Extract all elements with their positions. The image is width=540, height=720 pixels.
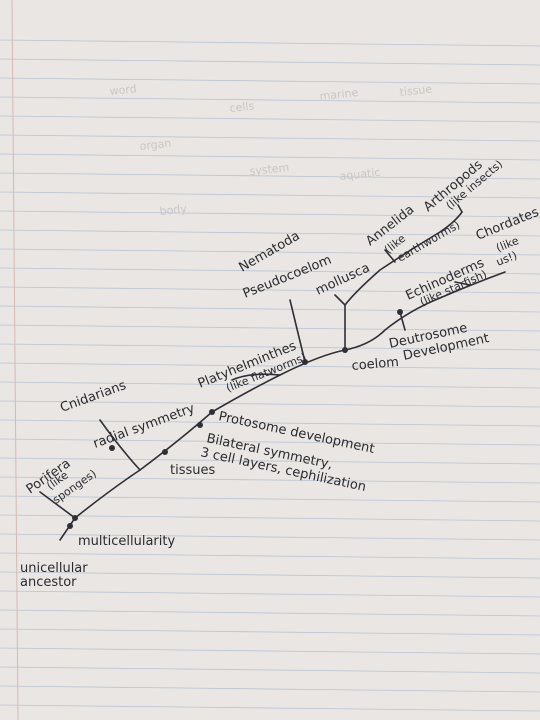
rule-line xyxy=(0,609,540,617)
node-deuterostome xyxy=(397,309,403,315)
node-pseudocoelom xyxy=(302,359,308,365)
rule-line xyxy=(0,191,540,199)
node-multicellularity xyxy=(72,515,78,521)
branch-annelida xyxy=(384,249,396,263)
branch-echinoderms xyxy=(454,281,471,286)
rule-line xyxy=(0,514,540,522)
node-protostome xyxy=(209,409,215,415)
rule-line xyxy=(0,533,540,541)
branch-porifera xyxy=(39,491,76,519)
node-bilateral xyxy=(197,422,203,428)
rule-line xyxy=(0,248,540,256)
rule-line xyxy=(0,115,540,123)
rule-line xyxy=(0,704,540,712)
rule-line xyxy=(0,571,540,579)
show-through-text: word cells marine tissue organ system aq… xyxy=(109,82,433,218)
branch-deuterostome-link xyxy=(399,311,406,331)
rule-line xyxy=(0,343,540,351)
rule-line xyxy=(0,58,540,66)
rule-line xyxy=(0,153,540,161)
rule-line xyxy=(0,400,540,408)
node-radial xyxy=(109,445,115,451)
rule-line xyxy=(0,77,540,85)
rule-line xyxy=(0,381,540,389)
svg-text:body: body xyxy=(159,202,188,218)
rule-line xyxy=(0,362,540,370)
svg-text:organ: organ xyxy=(139,137,172,153)
rule-line xyxy=(0,286,540,294)
svg-text:cells: cells xyxy=(229,99,255,115)
rule-line xyxy=(0,96,540,104)
svg-text:marine: marine xyxy=(319,86,359,103)
rule-line xyxy=(0,229,540,237)
rule-line xyxy=(0,647,540,655)
branch-mollusca xyxy=(334,294,346,306)
rule-line xyxy=(0,628,540,636)
margin-line xyxy=(11,0,19,720)
label-tissues: tissues xyxy=(170,463,215,478)
svg-text:word: word xyxy=(109,82,137,98)
branch-platyhelminthes xyxy=(231,373,281,381)
rule-line xyxy=(0,685,540,693)
rule-line xyxy=(0,39,540,47)
rule-line xyxy=(0,495,540,503)
label-ancestor-line1: unicellular xyxy=(20,561,88,576)
rule-line xyxy=(0,666,540,674)
rule-line xyxy=(0,324,540,332)
label-radial-symmetry: radial symmetry xyxy=(91,401,197,452)
node-ancestor xyxy=(67,523,73,529)
svg-text:system: system xyxy=(249,161,290,178)
svg-text:aquatic: aquatic xyxy=(339,166,381,183)
label-multicellularity: multicellularity xyxy=(78,534,175,549)
label-cnidarians: Cnidarians xyxy=(58,378,128,416)
branch-arthropods xyxy=(457,204,463,213)
node-tissues xyxy=(162,449,168,455)
node-coelom xyxy=(342,347,348,353)
branch-protostome-clade xyxy=(344,211,463,351)
label-ancestor-line2: ancestor xyxy=(20,575,77,590)
rule-line xyxy=(0,305,540,313)
branch-cnidarians xyxy=(99,419,141,471)
svg-text:tissue: tissue xyxy=(399,83,433,99)
rule-line xyxy=(0,476,540,484)
label-coelom: coelom xyxy=(351,355,399,374)
rule-line xyxy=(0,438,540,446)
rule-line xyxy=(0,552,540,560)
tree-labels: unicellular ancestor multicellularity ti… xyxy=(20,157,540,590)
rule-line xyxy=(0,590,540,598)
rule-line xyxy=(0,457,540,465)
branch-nematoda xyxy=(289,299,306,363)
rule-line xyxy=(0,210,540,218)
rule-line xyxy=(0,419,540,427)
rule-line xyxy=(0,134,540,142)
main-trunk xyxy=(59,271,506,541)
rule-line xyxy=(0,172,540,180)
tree-nodes xyxy=(67,309,403,529)
rule-line xyxy=(0,267,540,275)
